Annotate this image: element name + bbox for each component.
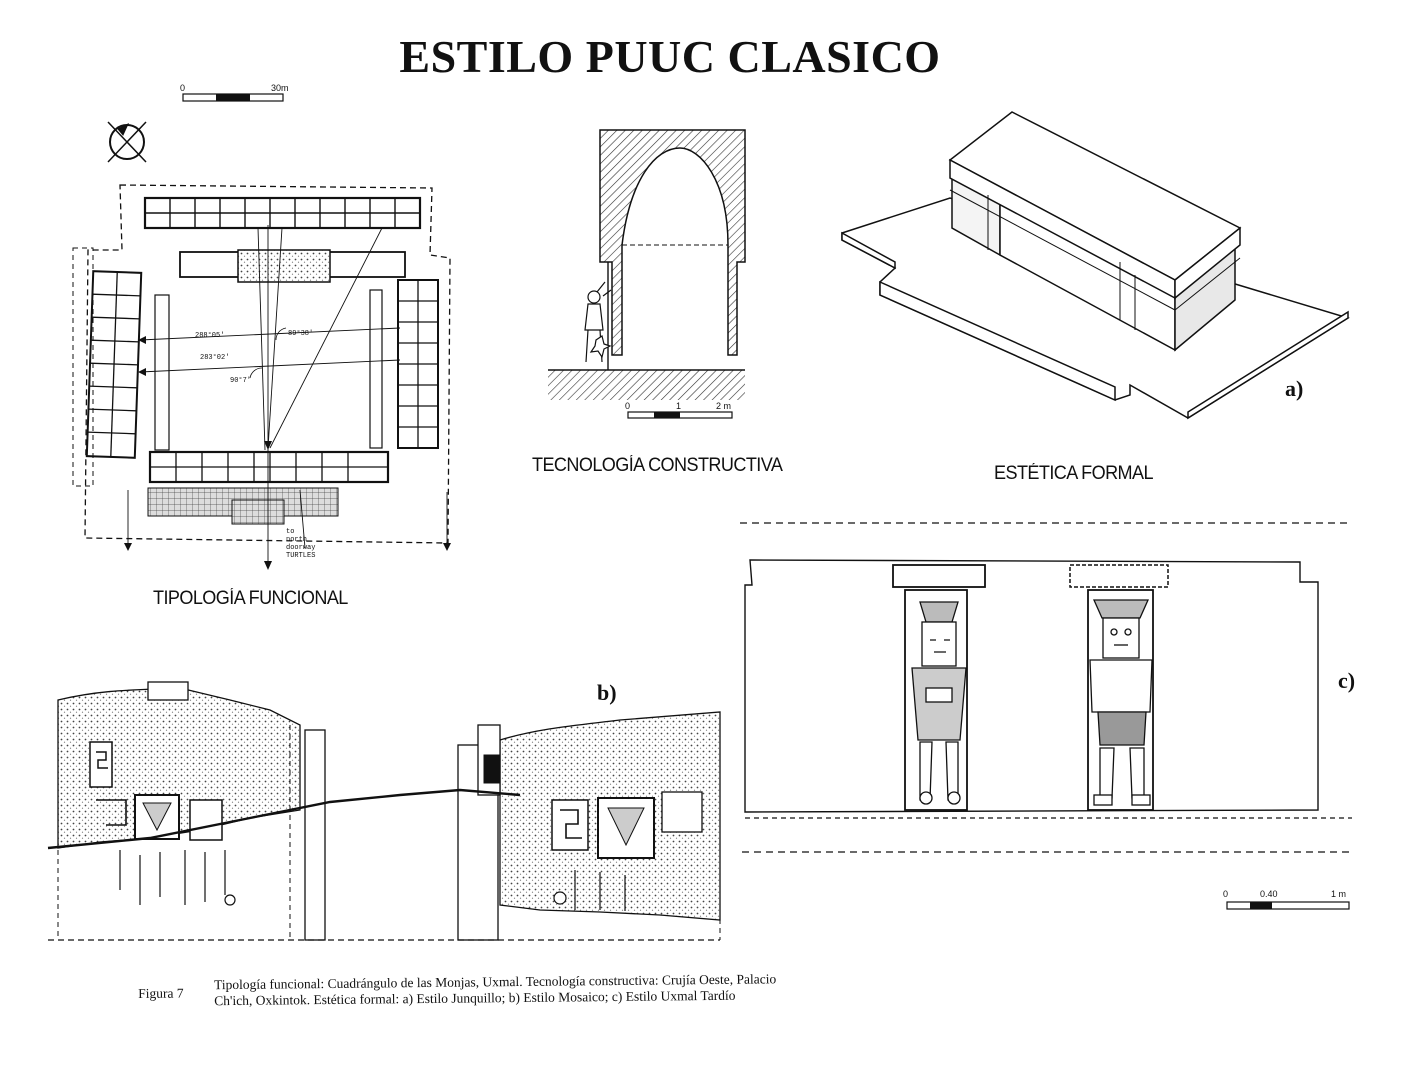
plan-angle-2: 90°7'	[230, 377, 252, 385]
heading-tipologia-funcional: TIPOLOGÍA FUNCIONAL	[153, 588, 348, 609]
label-b: b)	[597, 680, 617, 705]
heading-estetica-formal: ESTÉTICA FORMAL	[994, 463, 1154, 484]
section-scale-end: 2 m	[716, 401, 732, 411]
plan-scale-end: 30m	[271, 83, 289, 93]
plan-note-north: north	[286, 536, 308, 544]
section-scale-mid: 1	[676, 401, 682, 411]
plan-note-to: to	[286, 528, 295, 536]
atlantean-figure-left-icon	[911, 601, 967, 805]
north-arrow-icon	[107, 121, 147, 163]
plan-scale-zero: 0	[180, 83, 186, 93]
elevation-scale-zero: 0	[1223, 889, 1229, 899]
isometric-building-drawing	[841, 111, 1350, 420]
section-drawing	[548, 129, 746, 400]
elevation-scale-end: 1 m	[1331, 889, 1347, 899]
page-title: ESTILO PUUC CLASICO	[399, 31, 941, 82]
section-scale-zero: 0	[625, 401, 631, 411]
label-c: c)	[1338, 668, 1356, 693]
plan-note-doorway: doorway	[286, 544, 316, 552]
atlantean-figure-right-icon	[1089, 599, 1153, 806]
plan-scale-bar	[182, 93, 284, 102]
elevation-scale-mid: 0.40	[1260, 889, 1278, 899]
plan-drawing	[72, 121, 451, 570]
section-scale-bar	[627, 411, 733, 419]
plan-bearing-1: 288°05'	[195, 332, 225, 340]
caption-number: Figura 7	[138, 985, 184, 1001]
plan-bearing-2: 283°02'	[200, 354, 230, 362]
elevation-scale-bar	[1226, 901, 1350, 910]
atlantean-elevation-drawing	[740, 522, 1352, 853]
mosaic-facade-drawing	[47, 681, 721, 941]
carved-figure-icon	[584, 281, 612, 363]
plan-note-turtles: TURTLES	[286, 552, 316, 560]
plan-angle-1: 89°38'	[288, 330, 314, 338]
label-a: a)	[1285, 376, 1304, 401]
heading-tecnologia-constructiva: TECNOLOGÍA CONSTRUCTIVA	[532, 455, 783, 476]
